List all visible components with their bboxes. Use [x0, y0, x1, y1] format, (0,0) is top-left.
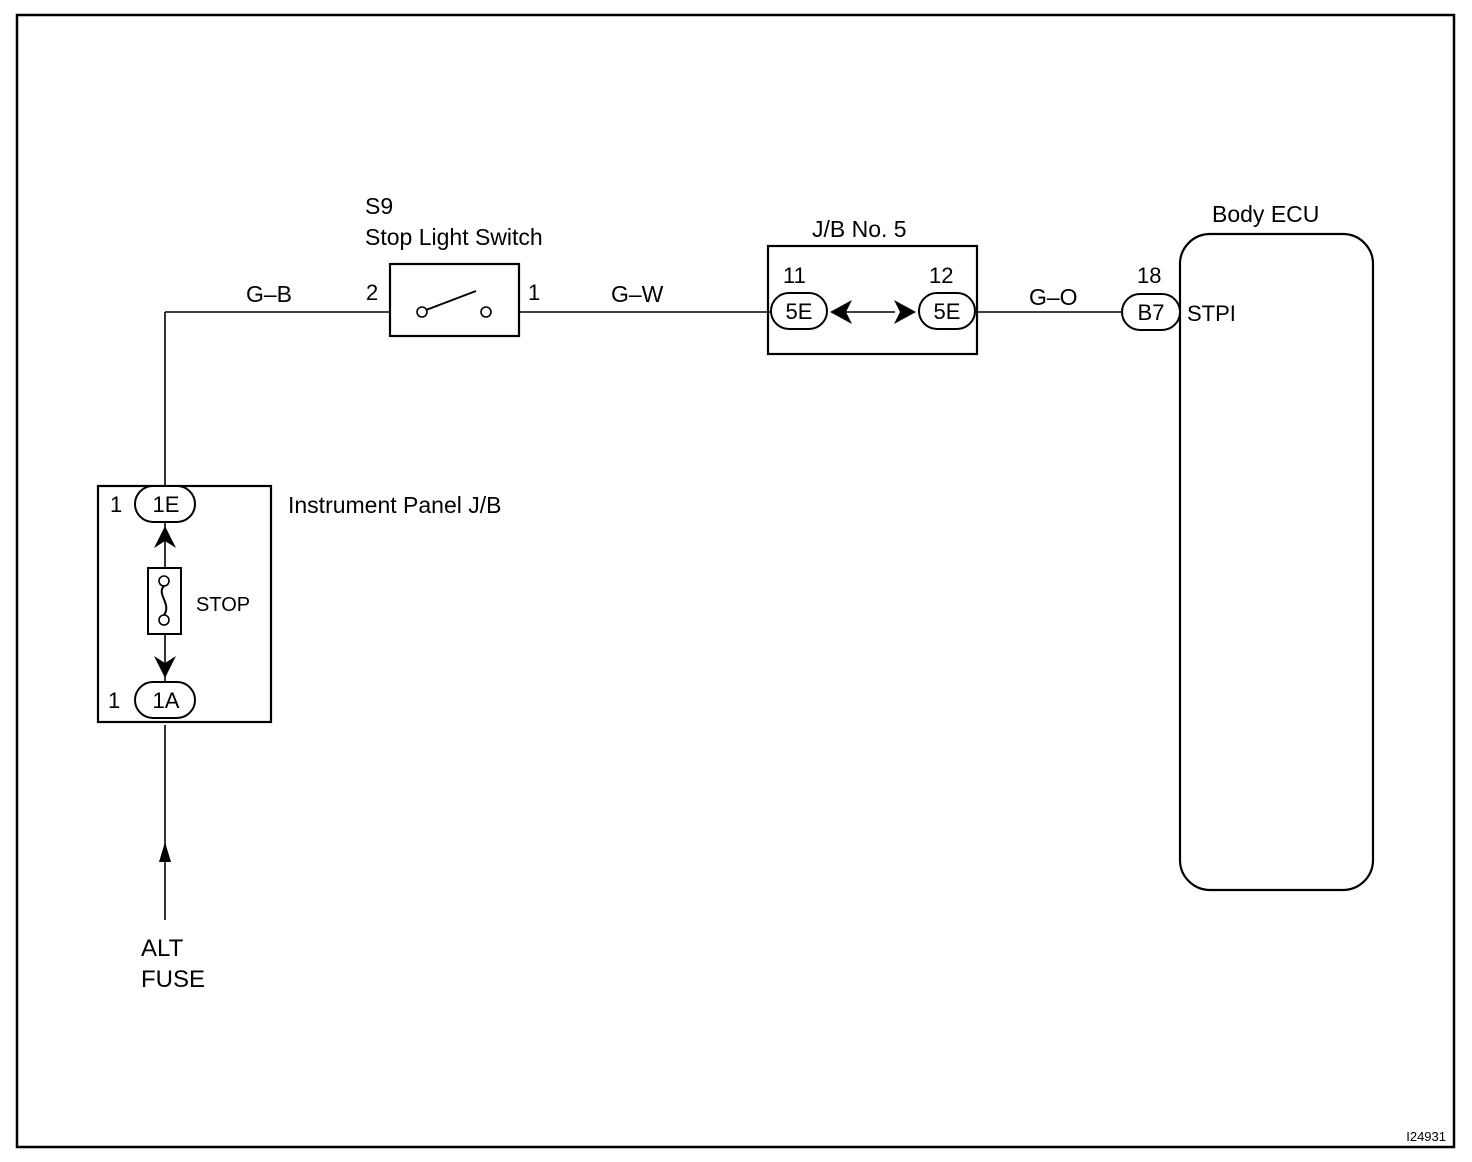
wire-label-g-b: G–B [246, 281, 292, 307]
ipjb-bottom-pin: 1 [108, 688, 120, 713]
jb5-left-pin: 11 [783, 263, 806, 288]
wire-label-g-w: G–W [611, 281, 664, 307]
fuse-terminal-top [158, 575, 170, 587]
jb5-left-connector [770, 292, 828, 330]
jb5-right-connector [918, 292, 976, 330]
ipjb-top-connector-label: 1E [153, 492, 180, 517]
ecu-box [1178, 232, 1375, 892]
diagram-frame [15, 13, 1456, 1149]
source-arrow-icon [159, 842, 171, 862]
jb5-title: J/B No. 5 [812, 216, 907, 242]
stop-light-switch [388, 262, 521, 338]
switch-pin-in: 2 [366, 280, 378, 305]
switch-blade-icon [425, 290, 477, 311]
jb5-right-connector-label: 5E [934, 299, 961, 324]
switch-code: S9 [365, 193, 393, 219]
body-ecu [1121, 232, 1375, 892]
fuse-terminal-bottom [158, 614, 170, 626]
ipjb-top-chevron-icon [154, 526, 176, 548]
ecu-connector-label: B7 [1138, 300, 1165, 325]
ecu-terminal: STPI [1187, 301, 1236, 326]
ipjb-top-pin: 1 [110, 492, 122, 517]
jb5-left-connector-label: 5E [786, 299, 813, 324]
source-line-2: FUSE [141, 966, 205, 993]
ipjb-bottom-chevron-icon [154, 656, 176, 678]
ipjb-fuse-name: STOP [196, 594, 250, 616]
switch-name: Stop Light Switch [365, 224, 543, 250]
jb5-box [766, 244, 979, 356]
ecu-connector [1121, 293, 1181, 331]
jb5-left-chevron-icon [830, 300, 852, 324]
ipjb-box [96, 484, 273, 724]
ipjb-title: Instrument Panel J/B [288, 492, 502, 518]
ecu-pin: 18 [1137, 263, 1161, 288]
jb5-right-chevron-icon [894, 300, 916, 324]
instrument-panel-jb [96, 484, 273, 724]
diagram-id: I24931 [1406, 1129, 1446, 1144]
ecu-title: Body ECU [1212, 201, 1319, 227]
switch-contact-left [416, 306, 428, 318]
source-line-1: ALT [141, 935, 184, 962]
switch-contact-right [480, 306, 492, 318]
wires [159, 311, 1122, 920]
wire-label-g-o: G–O [1029, 284, 1078, 310]
junction-block-5 [766, 244, 979, 356]
switch-pin-out: 1 [528, 280, 540, 305]
switch-box [388, 262, 521, 338]
fuse-element-icon [160, 585, 168, 616]
jb5-right-pin: 12 [929, 263, 953, 288]
ipjb-bottom-connector-label: 1A [153, 688, 180, 713]
